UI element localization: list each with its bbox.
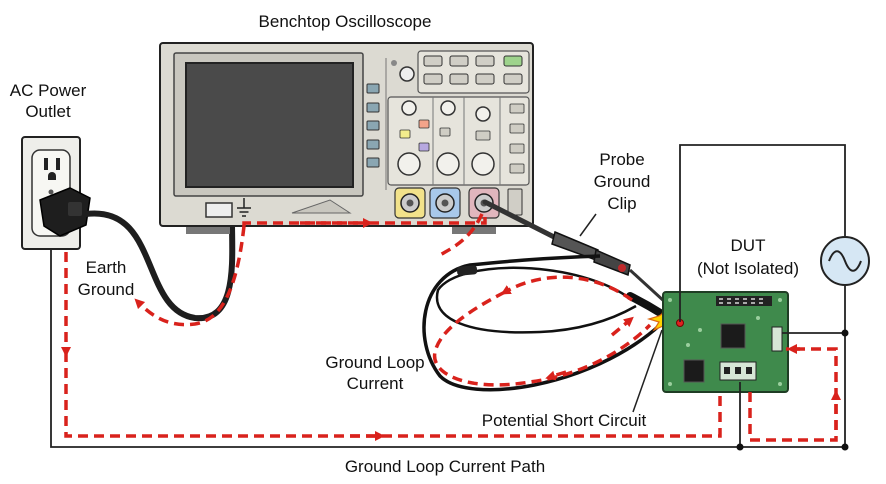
dut-label-line2: (Not Isolated) [697, 259, 799, 278]
sine-wave-icon [828, 250, 862, 272]
probe-cable [422, 254, 662, 392]
ground-symbol-icon [237, 198, 251, 217]
circuit-wires [50, 144, 846, 448]
power-knob [399, 66, 415, 82]
probe-label-line1: Probe [599, 150, 644, 169]
dut-label-line1: DUT [731, 236, 766, 255]
earth-label-line2: Ground [78, 280, 135, 299]
probe-clip-pointer [579, 213, 597, 237]
oscilloscope-probe [482, 199, 667, 318]
ac-source [820, 236, 870, 286]
power-plug [39, 187, 91, 237]
short-circuit-pointer [632, 329, 663, 413]
probe-label-line2: Ground [594, 172, 651, 191]
loop-label-line2: Current [347, 374, 404, 393]
menu-buttons [366, 83, 380, 168]
current-path-label: Ground Loop Current Path [345, 457, 545, 476]
oscilloscope-screen [185, 62, 354, 188]
probe-ground-lead [435, 266, 637, 334]
power-cord [83, 210, 236, 322]
oscilloscope-label: Benchtop Oscilloscope [259, 12, 432, 31]
probe-label-line3: Clip [607, 194, 636, 213]
loop-label-line1: Ground Loop [325, 353, 424, 372]
earth-label-line1: Earth [86, 258, 127, 277]
oscilloscope [159, 42, 534, 234]
ground-loop-current-path [61, 212, 841, 442]
dut-board [662, 291, 789, 393]
short-circuit-label: Potential Short Circuit [482, 411, 647, 430]
outlet-label-line2: Outlet [25, 102, 71, 121]
outlet-label-line1: AC Power [10, 81, 87, 100]
